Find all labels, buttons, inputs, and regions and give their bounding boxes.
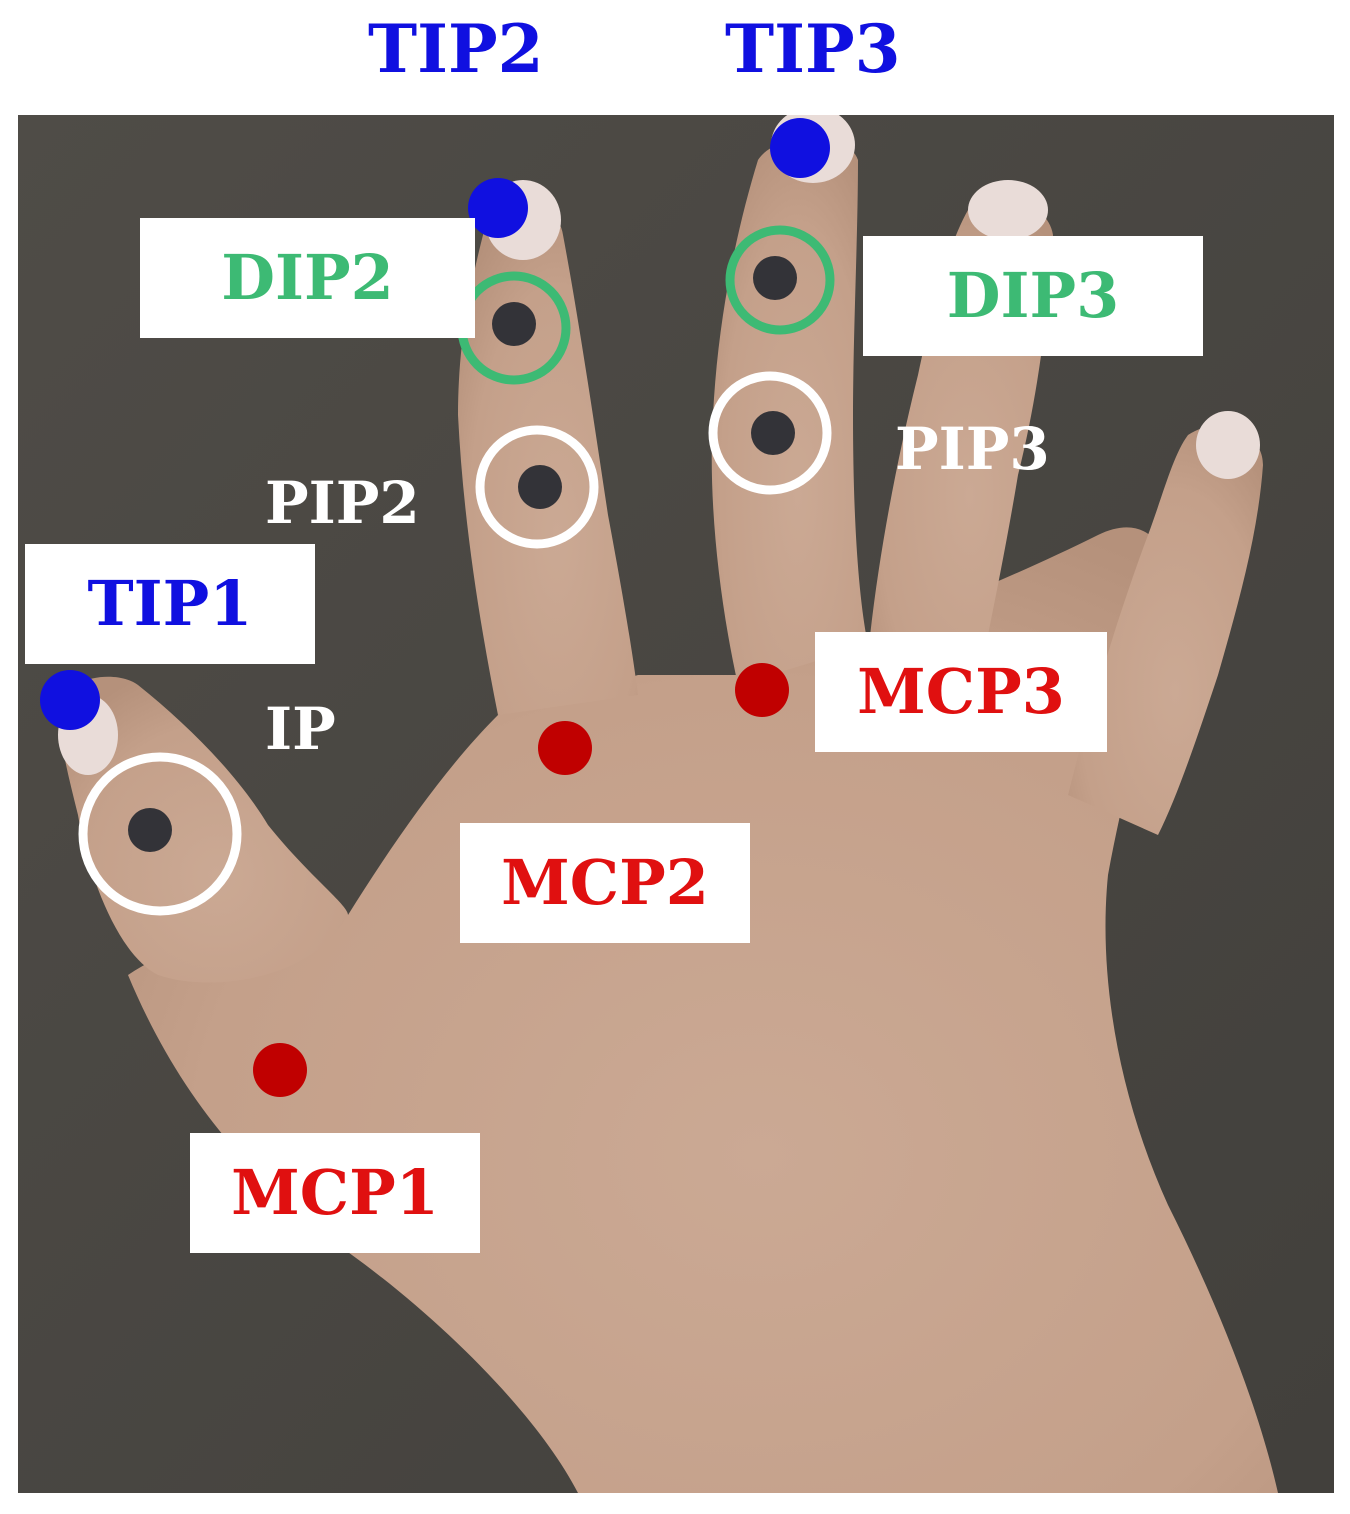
tip2-label: TIP2 xyxy=(368,10,544,88)
mcp2-label: MCP2 xyxy=(501,846,709,919)
dip3-center xyxy=(753,256,797,300)
pip3-label: PIP3 xyxy=(895,415,1050,483)
mcp2-label-box: MCP2 xyxy=(460,823,750,943)
tip3-marker xyxy=(770,118,830,178)
ip-center xyxy=(128,808,172,852)
pip2-ring xyxy=(475,425,599,549)
mcp1-label-box: MCP1 xyxy=(190,1133,480,1253)
dip3-ring xyxy=(725,225,835,335)
mcp3-marker xyxy=(735,663,789,717)
tip1-marker xyxy=(40,670,100,730)
pip2-label: PIP2 xyxy=(265,469,420,537)
tip1-label: TIP1 xyxy=(87,567,253,640)
tip2-marker xyxy=(468,178,528,238)
mcp2-marker xyxy=(538,721,592,775)
dip2-label-box: DIP2 xyxy=(140,218,475,338)
tip3-label: TIP3 xyxy=(725,10,901,88)
dip2-label: DIP2 xyxy=(221,241,394,314)
ip-ring xyxy=(78,752,242,916)
dip3-label-box: DIP3 xyxy=(863,236,1203,356)
ip-label: IP xyxy=(265,695,336,763)
pip3-center xyxy=(751,411,795,455)
mcp3-label: MCP3 xyxy=(857,655,1065,728)
pip2-center xyxy=(518,465,562,509)
dip2-center xyxy=(492,302,536,346)
pip3-ring xyxy=(708,371,832,495)
dip3-label: DIP3 xyxy=(946,259,1120,332)
mcp1-marker xyxy=(253,1043,307,1097)
mcp1-label: MCP1 xyxy=(231,1156,439,1229)
mcp3-label-box: MCP3 xyxy=(815,632,1107,752)
tip1-label-box: TIP1 xyxy=(25,544,315,664)
